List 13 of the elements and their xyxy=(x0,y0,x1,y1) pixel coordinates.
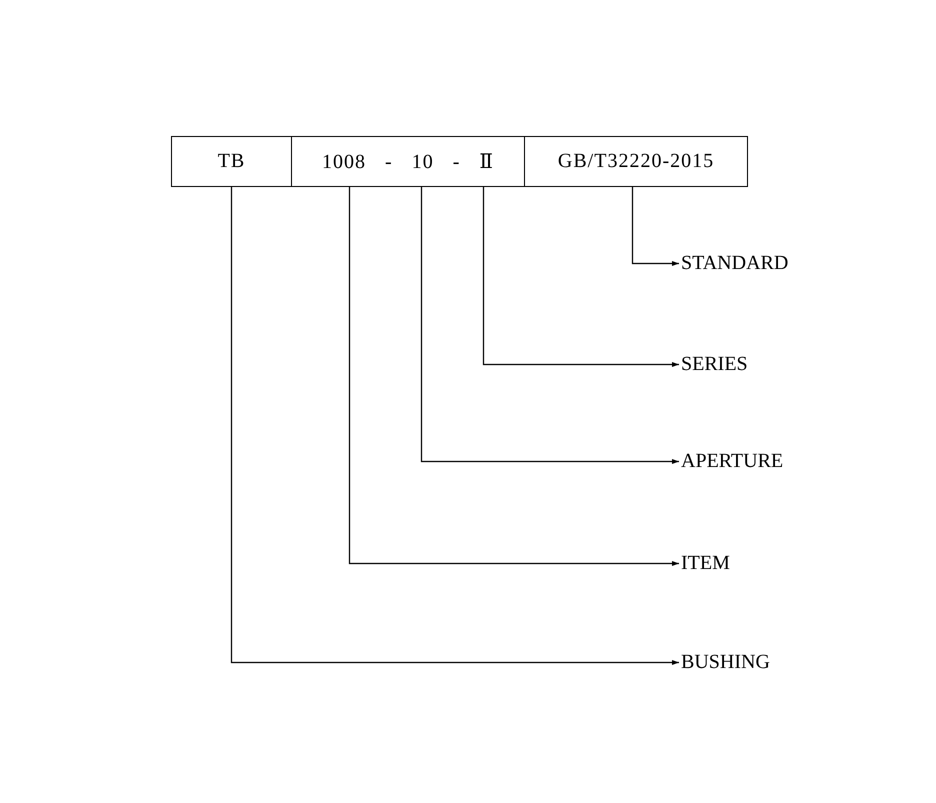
leader-arrow xyxy=(230,187,679,665)
leader-arrow xyxy=(348,187,679,566)
part-label: STANDARD xyxy=(681,251,788,275)
leader-arrow xyxy=(632,187,679,266)
part-label: BUSHING xyxy=(681,650,770,674)
leader-arrow xyxy=(420,187,679,464)
part-label: ITEM xyxy=(681,551,730,575)
code-segment-cell: GB/T32220-2015 xyxy=(524,136,748,187)
leader-arrow xyxy=(482,187,679,367)
part-label: SERIES xyxy=(681,352,748,376)
code-segment-cell: 1008 - 10 - Ⅱ xyxy=(291,136,525,187)
code-segment-cell: TB xyxy=(171,136,292,187)
part-label: APERTURE xyxy=(681,449,784,473)
